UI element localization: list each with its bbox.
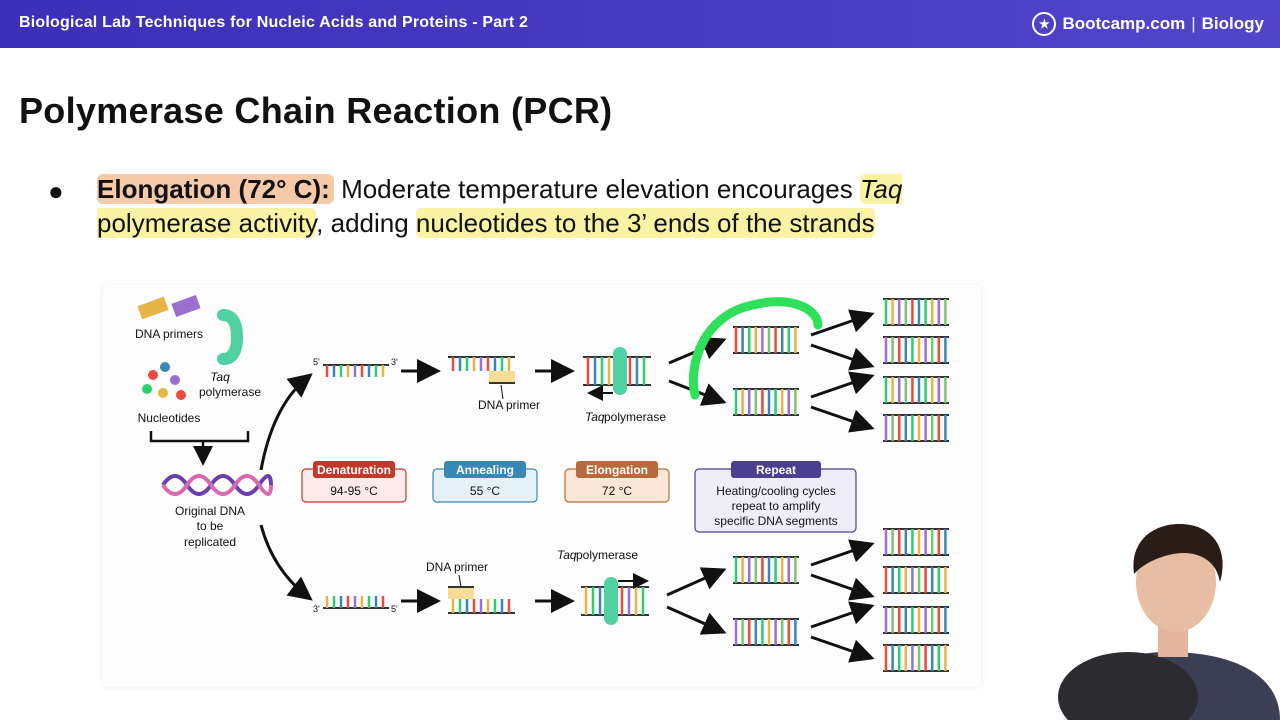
step-denaturation: Denaturation 94-95 °C (301, 461, 407, 503)
step-repeat-line1: Heating/cooling cycles (716, 484, 835, 498)
step-repeat-line2: repeat to amplify (732, 499, 821, 513)
branch-arrow (810, 371, 875, 399)
brand: ★ Bootcamp.com | Biology (1032, 10, 1264, 38)
bullet-icon: ● (48, 176, 64, 206)
nucleotides-icon (142, 362, 186, 400)
step-repeat: Repeat Heating/cooling cycles repeat to … (694, 461, 857, 533)
label-original-dna-1: Original DNA (175, 504, 245, 518)
header-bar: Biological Lab Techniques for Nucleic Ac… (0, 0, 1280, 48)
dna-copy-gen3 (883, 376, 949, 404)
label-taq: Taq (210, 370, 230, 384)
branch-arrow (810, 573, 875, 601)
branch-arrow (666, 605, 727, 635)
branch-arrow (810, 635, 875, 663)
bullet-taq: Taq (859, 174, 903, 204)
label-5-prime-bottom: 5' (391, 604, 398, 614)
dna-copy-gen3 (883, 528, 949, 556)
label-original-dna-2: to be (197, 519, 224, 533)
bullet-term: Elongation (72° C): (97, 174, 334, 204)
label-5-prime: 5' (313, 357, 320, 367)
pcr-diagram: DNA primers Taq polymerase Nucleotides O… (103, 285, 981, 687)
step-repeat-name: Repeat (756, 463, 796, 477)
label-dna-primers: DNA primers (135, 327, 203, 341)
dna-copy-gen3 (883, 566, 949, 594)
brand-subject: Biology (1201, 14, 1264, 33)
label-taq-top: Taq (585, 410, 605, 424)
bullet-text-3: , adding (316, 208, 416, 238)
slide-title: Polymerase Chain Reaction (PCR) (19, 90, 613, 131)
label-polymerase-top: polymerase (604, 410, 666, 424)
step-elongation-temp: 72 °C (602, 484, 632, 498)
branch-arrow (666, 567, 727, 597)
branch-arrow (810, 343, 875, 371)
star-logo-icon: ★ (1032, 12, 1057, 36)
strand-top-elongating (583, 347, 651, 395)
dna-copy-gen3 (883, 336, 949, 364)
step-denaturation-temp: 94-95 °C (330, 484, 378, 498)
dna-copy-gen2 (733, 556, 799, 584)
label-3-prime: 3' (391, 357, 398, 367)
label-3-prime-bottom: 3' (313, 604, 320, 614)
brand-name: Bootcamp.com (1062, 14, 1186, 33)
step-annealing-temp: 55 °C (470, 484, 500, 498)
dna-copy-gen3 (883, 606, 949, 634)
strand-bottom-annealed (448, 586, 515, 614)
branch-arrow (810, 539, 875, 567)
dna-copy-gen2 (733, 618, 799, 646)
label-taq-bottom: Taq (557, 548, 577, 562)
bullet-highlight-nucleotides: nucleotides to the 3’ ends of the strand… (415, 208, 875, 238)
lecture-title: Biological Lab Techniques for Nucleic Ac… (19, 14, 529, 31)
dna-copy-gen3 (883, 644, 949, 672)
bullet-text-1: Moderate temperature elevation encourage… (333, 174, 860, 204)
green-annotation-stroke (688, 297, 823, 400)
step-annealing-name: Annealing (456, 463, 514, 477)
branch-arrow (810, 405, 875, 433)
label-nucleotides: Nucleotides (138, 411, 201, 425)
label-polymerase-bottom: polymerase (576, 548, 638, 562)
step-annealing: Annealing 55 °C (432, 461, 538, 503)
strand-bottom-elongating (581, 577, 649, 625)
branch-arrow (810, 309, 875, 337)
label-polymerase: polymerase (199, 385, 261, 399)
dna-copy-gen3 (883, 414, 949, 442)
strand-top-denatured (323, 364, 389, 377)
bullet-text-2: polymerase activity (97, 208, 317, 238)
dna-copy-gen2 (733, 388, 799, 416)
bullet-text: Elongation (72° C): Moderate temperature… (97, 172, 1027, 240)
step-repeat-line3: specific DNA segments (714, 514, 837, 528)
original-dna-helix (161, 474, 273, 496)
branch-arrow (810, 601, 875, 629)
label-dna-primer-bottom: DNA primer (426, 560, 488, 574)
brand-separator: | (1191, 14, 1196, 33)
dna-copy-gen2 (733, 326, 799, 354)
strand-bottom-denatured (323, 596, 389, 609)
step-elongation-name: Elongation (586, 463, 648, 477)
strand-top-annealed (448, 356, 515, 384)
replication-products (666, 298, 949, 672)
step-elongation: Elongation 72 °C (564, 461, 670, 503)
dna-copy-gen3 (883, 298, 949, 326)
dna-primers-icon (137, 294, 201, 320)
taq-polymerase-icon (217, 309, 244, 365)
step-denaturation-name: Denaturation (317, 463, 391, 477)
label-dna-primer-top: DNA primer (478, 398, 540, 412)
label-original-dna-3: replicated (184, 535, 236, 549)
presenter-webcam (1058, 512, 1280, 720)
